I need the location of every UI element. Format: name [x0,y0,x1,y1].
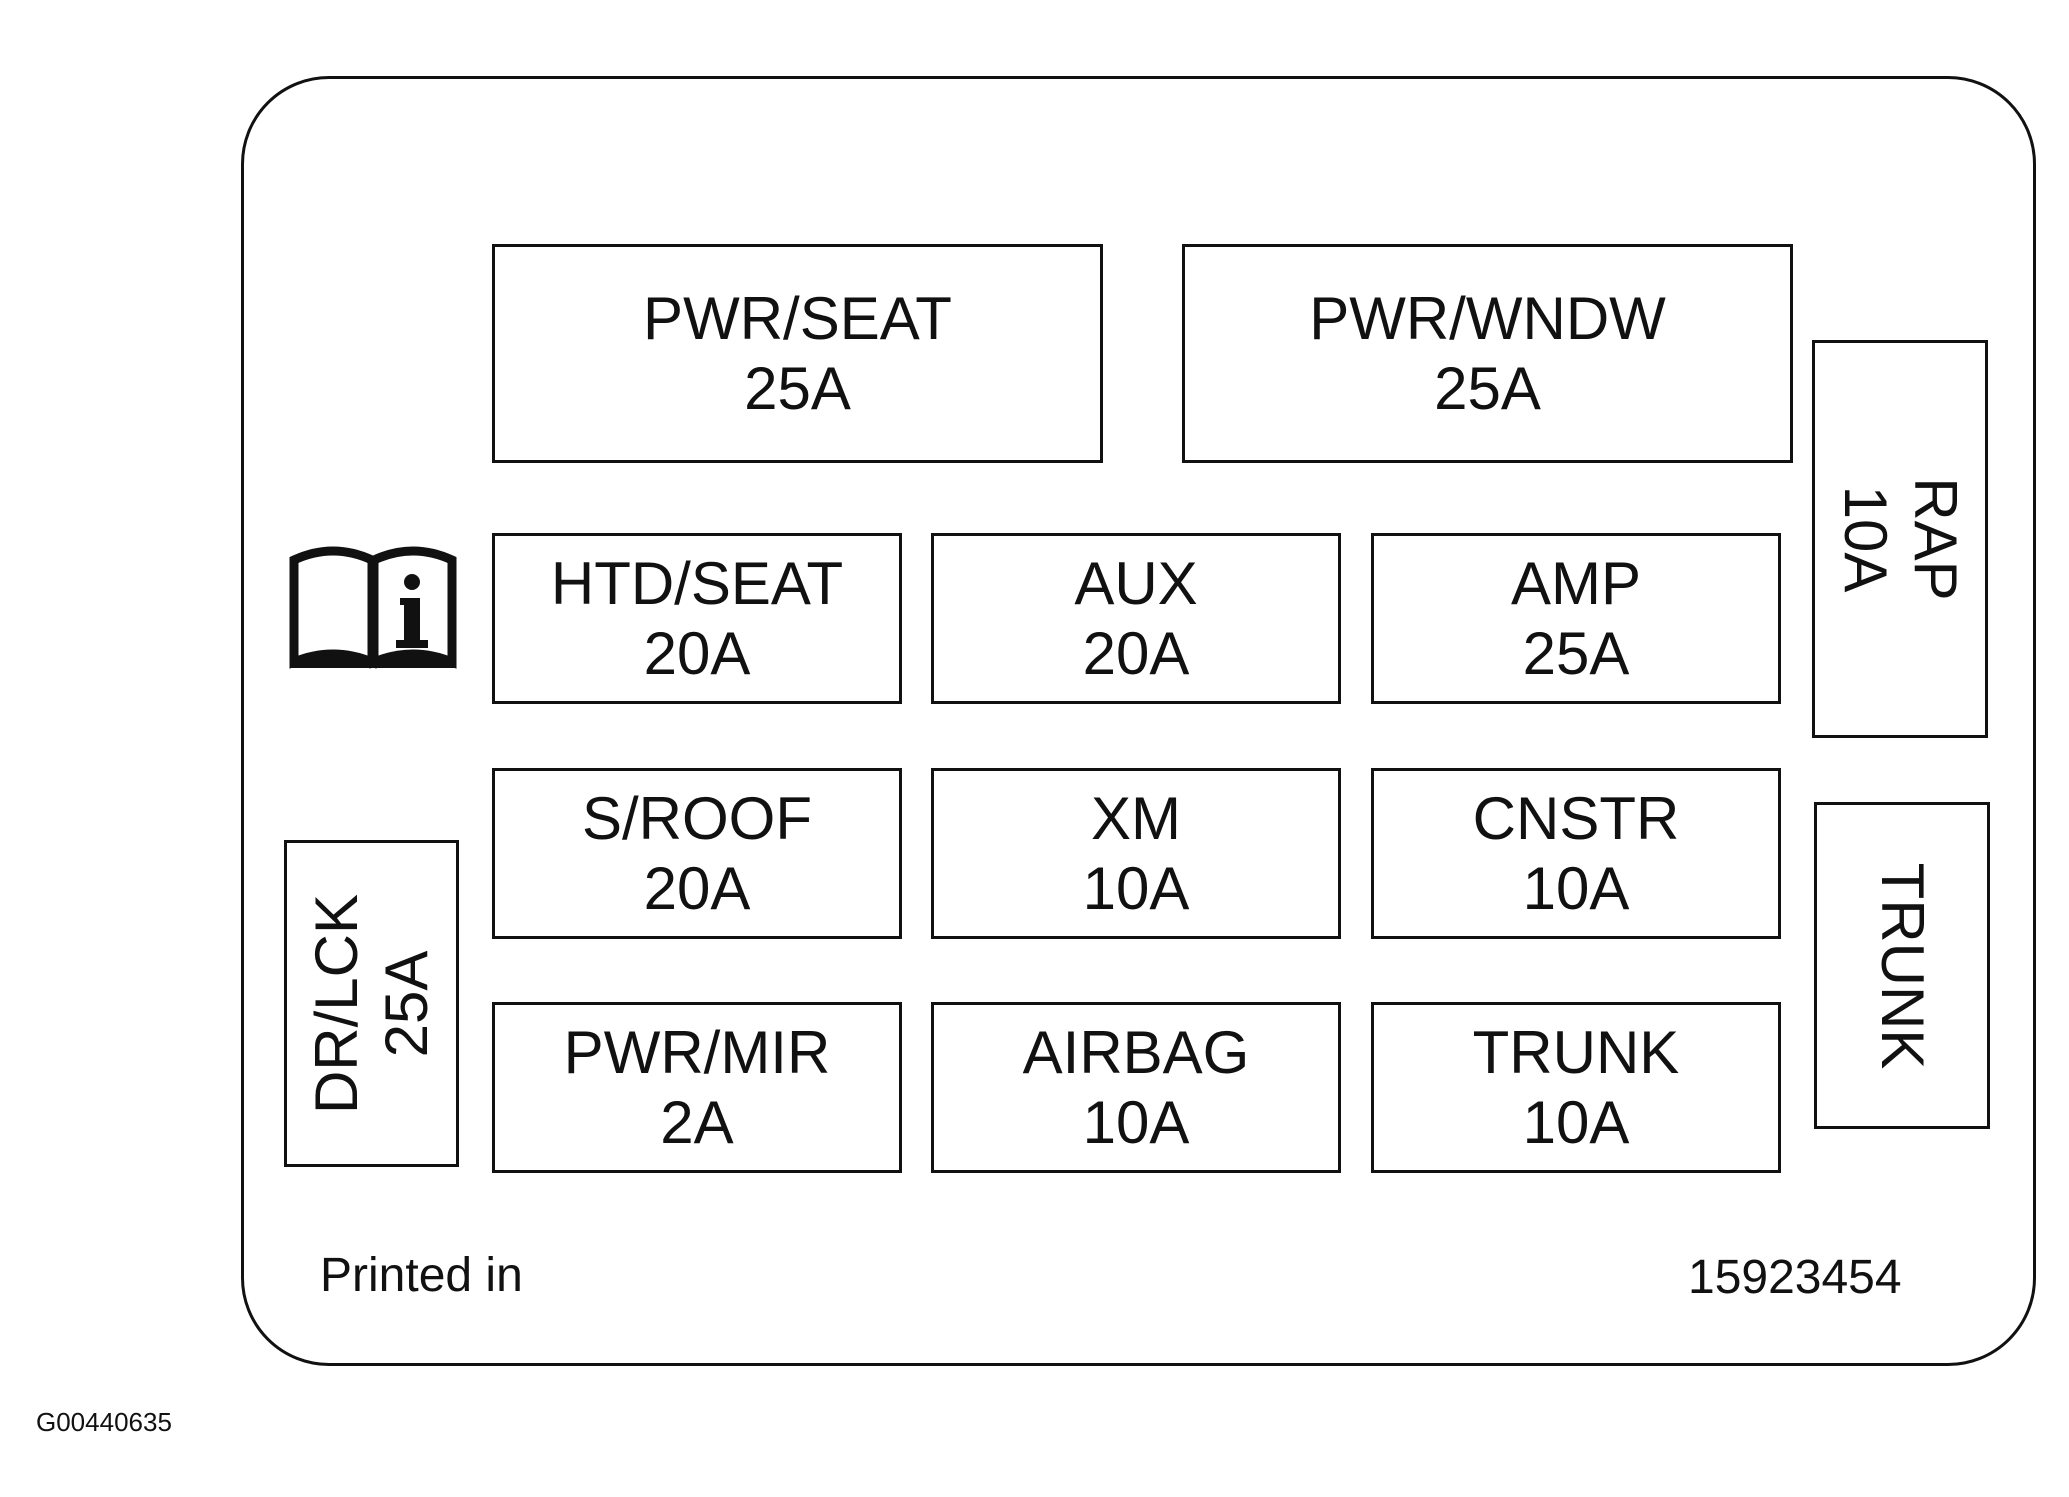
fuse-label: PWR/WNDW [1309,284,1666,352]
fuse-label: RAP [1902,477,1969,601]
fuse-aux: AUX 20A [931,533,1341,704]
fuse-label: PWR/SEAT [643,284,952,352]
fuse-airbag: AIRBAG 10A [931,1002,1341,1173]
owner-manual-info-icon [289,546,457,669]
fuse-pwr-seat: PWR/SEAT 25A [492,244,1103,463]
fuse-xm: XM 10A [931,768,1341,939]
fuse-s-roof: S/ROOF 20A [492,768,902,939]
fuse-label: TRUNK [1472,1018,1680,1086]
fuse-pwr-mir: PWR/MIR 2A [492,1002,902,1173]
fuse-label: AUX [1074,549,1198,617]
fuse-label: PWR/MIR [563,1018,831,1086]
fuse-dr-lck: DR/LCK 25A [284,840,459,1167]
fuse-label: HTD/SEAT [550,549,844,617]
figure-id: G00440635 [36,1407,172,1437]
fuse-amperage: 25A [1522,619,1630,687]
fuse-amperage: 20A [643,619,751,687]
fuse-amperage: 10A [1082,1088,1190,1156]
fuse-label: DR/LCK [302,893,370,1114]
fuse-rap: RAP 10A [1812,340,1988,738]
fuse-panel-label [241,76,2036,1366]
fuse-amp: AMP 25A [1371,533,1781,704]
relay-trunk: TRUNK [1814,802,1990,1129]
fuse-amperage: 20A [1082,619,1190,687]
fuse-label: XM [1091,784,1181,852]
relay-label: TRUNK [1869,862,1936,1069]
fuse-amperage: 10A [1832,485,1899,593]
fuse-amperage: 20A [643,854,751,922]
fuse-cnstr: CNSTR 10A [1371,768,1781,939]
fuse-label: AMP [1510,549,1642,617]
part-number: 15923454 [1688,1251,1902,1304]
fuse-trunk: TRUNK 10A [1371,1002,1781,1173]
fuse-label: AIRBAG [1022,1018,1250,1086]
fuse-pwr-wndw: PWR/WNDW 25A [1182,244,1793,463]
fuse-amperage: 10A [1522,854,1630,922]
fuse-label: S/ROOF [581,784,812,852]
fuse-amperage: 10A [1522,1088,1630,1156]
fuse-amperage: 25A [744,354,851,422]
fuse-htd-seat: HTD/SEAT 20A [492,533,902,704]
fuse-amperage: 2A [660,1088,734,1156]
printed-in-text: Printed in [320,1249,523,1302]
fuse-amperage: 25A [372,950,440,1057]
fuse-label: CNSTR [1472,784,1680,852]
fuse-amperage: 25A [1434,354,1541,422]
fuse-amperage: 10A [1082,854,1190,922]
